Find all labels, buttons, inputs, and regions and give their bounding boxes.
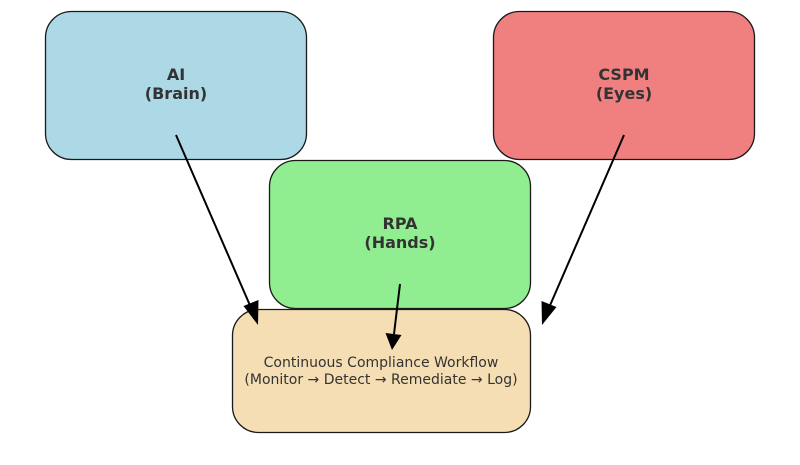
ai-node: AI (Brain)	[44, 10, 308, 161]
cspm-node: CSPM (Eyes)	[492, 10, 756, 161]
workflow-title: Continuous Compliance Workflow	[264, 355, 499, 371]
ai-title: AI	[167, 65, 185, 84]
cspm-title: CSPM	[598, 65, 649, 84]
arrow-rpa-to-workflow	[385, 283, 402, 350]
workflow-box	[231, 308, 532, 434]
rpa-subtitle: (Hands)	[364, 233, 435, 252]
arrow-ai-shaft	[175, 134, 253, 311]
rpa-title: RPA	[383, 214, 419, 233]
arrow-cspm-head	[541, 301, 557, 325]
cspm-subtitle: (Eyes)	[596, 84, 652, 103]
workflow-node: Continuous Compliance Workflow (Monitor …	[231, 308, 532, 434]
ai-subtitle: (Brain)	[145, 84, 207, 103]
arrow-ai-to-workflow	[175, 134, 259, 325]
ai-box	[44, 10, 308, 161]
arrow-cspm-to-workflow	[541, 134, 625, 325]
rpa-node: RPA (Hands)	[268, 159, 532, 310]
arrow-rpa-shaft	[393, 283, 401, 335]
workflow-subtitle: (Monitor → Detect → Remediate → Log)	[244, 372, 517, 388]
cspm-box	[492, 10, 756, 161]
arrow-ai-head	[243, 300, 259, 325]
arrow-cspm-shaft	[547, 134, 625, 311]
arrow-rpa-head	[385, 333, 402, 350]
rpa-box	[268, 159, 532, 310]
